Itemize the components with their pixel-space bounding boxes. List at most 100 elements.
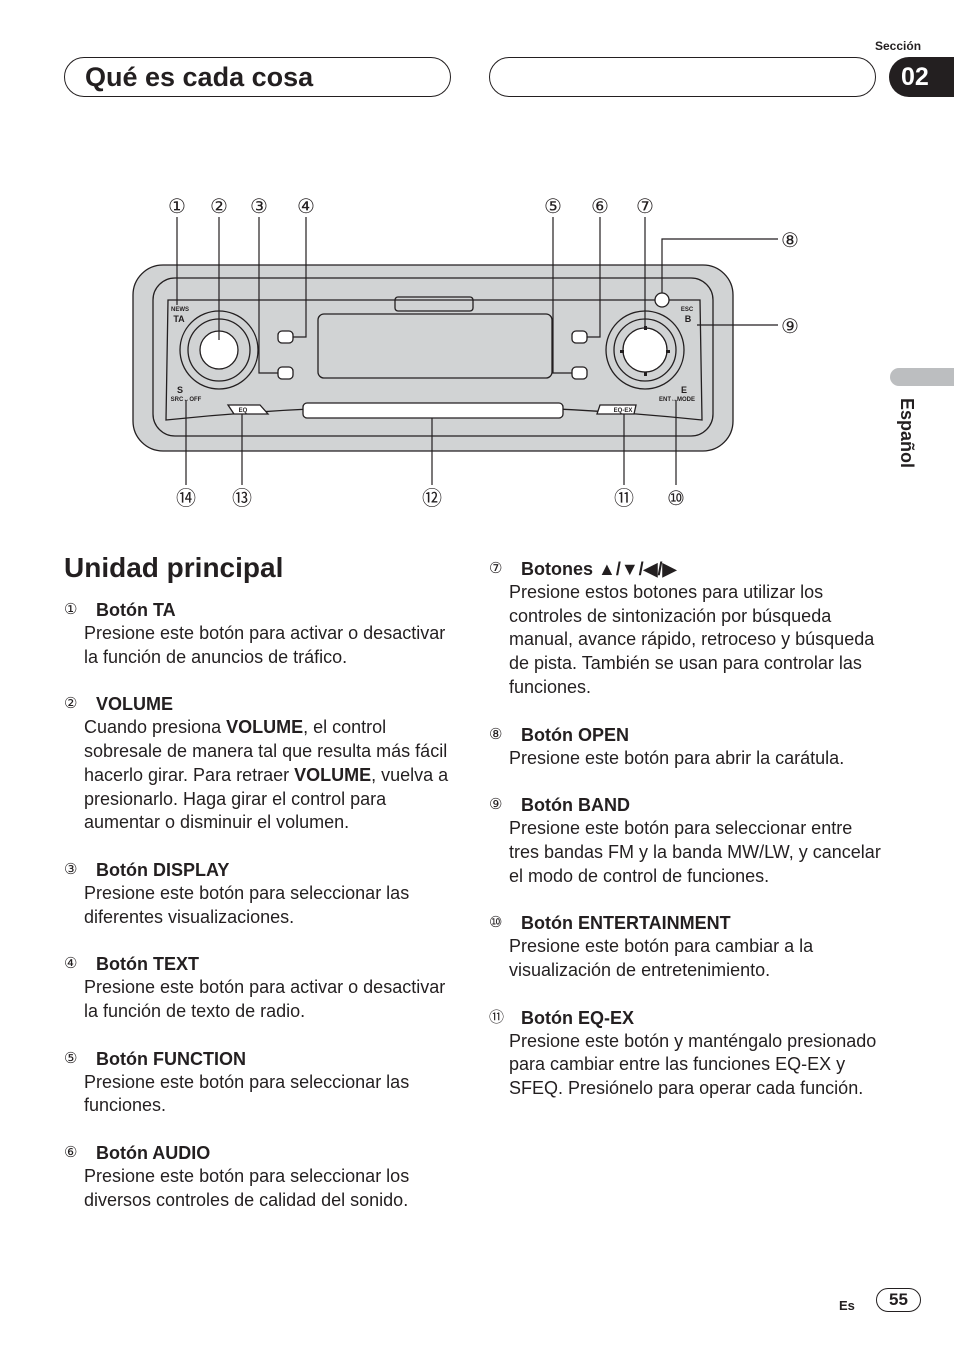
callout-3: ③ [250,196,268,218]
eq-button [226,404,270,415]
item-heading: ⑥ Botón AUDIO [64,1141,449,1165]
item-body: Presione este botón para cambiar a la vi… [489,935,881,982]
item-title: Botón EQ-EX [521,1007,634,1028]
e-label: E [681,385,687,395]
section-title-bar: Qué es cada cosa [64,57,451,97]
callout-6: ⑥ [591,196,609,218]
item-heading: ③ Botón DISPLAY [64,858,449,882]
item-number: ⑤ [64,1049,78,1067]
left-column: ① Botón TA Presione este botón para activa… [64,598,449,1236]
item-body-text: Presione este botón para activar o desac… [84,977,446,1022]
item-body: Presione este botón para seleccionar las… [64,882,449,929]
eq-ex-button [596,404,637,415]
item-body-text: Presione este botón para seleccionar los… [84,1166,410,1210]
callout-14: ⑭ [176,487,196,510]
item-body-text: Presione este botón para seleccionar las… [84,1071,410,1116]
open-button [654,292,670,308]
callout-5: ⑤ [544,196,562,218]
header-blank-bar [489,57,876,97]
b-label: B [685,314,692,324]
page-number: 55 [876,1288,921,1312]
item-number: ⑨ [489,796,503,814]
item-body: Presione este botón y manténgalo presion… [489,1030,881,1101]
item-heading: ① Botón TA [64,598,449,622]
s-label: S [177,385,183,395]
callout-12: ⑫ [422,487,442,510]
text-button [277,330,294,344]
item-number: ③ [64,860,78,878]
eq-ex-label: EQ-EX [614,408,633,414]
section-title: Qué es cada cosa [85,62,314,92]
audio-button [571,330,588,344]
item-title: Botón BAND [521,795,630,816]
callout-7: ⑦ [636,196,654,218]
item-title: Botón TEXT [96,954,199,975]
item-title: Botón OPEN [521,724,629,745]
ta-label: TA [173,314,185,324]
item-body: Cuando presiona VOLUME, el control sobre… [64,716,449,835]
item-body-text: Presione este botón para seleccionar ent… [509,818,881,886]
function-button [571,366,588,380]
item-body: Presione este botón para seleccionar los… [64,1165,449,1212]
callout-9: ⑨ [781,316,799,338]
item-body-bold: VOLUME [226,717,304,738]
item-number: ⑪ [489,1008,505,1026]
item-title: Botón AUDIO [96,1143,211,1164]
item-body-text: Cuando presiona [84,717,227,738]
item-body-text: Presione este botón para cambiar a la vi… [509,936,814,981]
callout-8: ⑧ [781,230,799,252]
footer-language-code: Es [839,1298,855,1313]
language-tab [890,368,954,386]
item-body-text: Presione estos botones para utilizar los… [509,582,875,697]
display-window [317,313,553,379]
esc-label: ESC [681,307,694,313]
item-body-text: Presione este botón para seleccionar las… [84,882,410,927]
callout-10: ⑩ [667,488,685,510]
preset-buttons [302,402,564,419]
item-title: Botón FUNCTION [96,1048,246,1069]
item-heading: ④ Botón TEXT [64,952,449,976]
item-heading: ⑨ Botón BAND [489,793,881,817]
ent-mode-label: ENT↔MODE [659,397,695,403]
item-body-text: Presione este botón y manténgalo presion… [509,1030,877,1099]
item-body-bold: VOLUME [294,764,372,785]
item-title: Botón DISPLAY [96,859,230,880]
item-body: Presione este botón para activar o desac… [64,622,449,669]
eq-label: EQ [239,408,248,414]
item-body: Presione este botón para activar o desac… [64,976,449,1023]
item-title: VOLUME [96,694,174,715]
item-title: Botón TA [96,600,176,620]
callout-11: ⑪ [614,487,634,510]
item-heading: ② VOLUME [64,692,449,716]
callout-4: ④ [297,196,315,218]
item-body-text: , el control sobresale de manera tal que… [84,717,448,785]
item-number: ⑥ [64,1144,78,1162]
item-body: Presione estos botones para utilizar los… [489,581,881,700]
item-heading: ⑪ Botón EQ-EX [489,1006,881,1030]
item-number: ① [64,601,78,618]
page-heading: Unidad principal [64,552,284,583]
item-body-text: , vuelva a presionarlo. Haga girar el co… [84,764,449,833]
language-label: Español [897,398,917,469]
item-body-text: Presione este botón para activar o desac… [84,623,446,667]
news-label: NEWS [171,307,189,313]
item-number: ⑩ [489,914,503,932]
item-number: ② [64,695,78,713]
head-unit-diagram: NEWS TA S SRC↔OFF EQ EQ-EX ESC B E ENT↔M… [132,196,799,510]
item-number: ④ [64,955,78,973]
description-item: ① Botón TA Presione este botón para activa… [64,598,449,669]
